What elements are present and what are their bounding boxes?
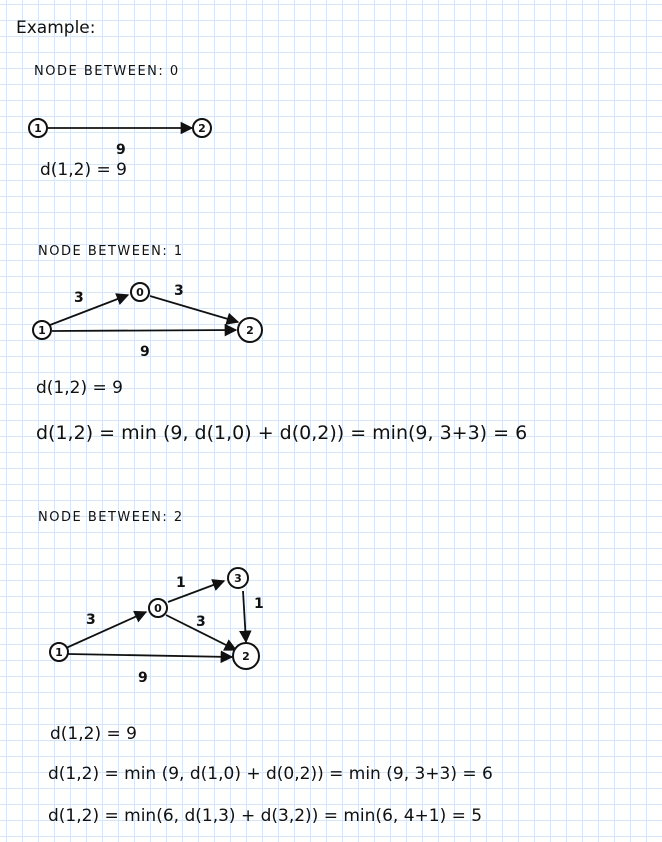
equation-line: d(1,2) = min (9, d(1,0) + d(0,2)) = min …: [48, 764, 493, 784]
svg-text:1: 1: [55, 646, 63, 659]
section3-heading: NODE BETWEEN: 2: [38, 510, 184, 525]
equation-line: d(1,2) = min (9, d(1,0) + d(0,2)) = min(…: [36, 422, 528, 444]
edge-weight-label: 3: [74, 290, 84, 306]
edge-weight-label: 3: [196, 614, 206, 630]
edge-weight-label: 3: [86, 612, 96, 628]
svg-text:1: 1: [34, 122, 42, 135]
edge-1-0: [65, 610, 148, 649]
edge-0-2: [165, 614, 238, 651]
section2-heading: NODE BETWEEN: 1: [38, 244, 184, 259]
edge-weight-label: 1: [176, 575, 186, 591]
section1-heading: NODE BETWEEN: 0: [34, 64, 180, 79]
svg-text:3: 3: [234, 572, 242, 585]
edge-0-2: [149, 295, 240, 325]
edge-1-0: [49, 293, 130, 326]
node-1: 1: [32, 320, 52, 340]
node-1: 1: [28, 118, 48, 138]
node-2: 2: [237, 317, 263, 343]
edge-weight-label: 1: [254, 596, 264, 612]
edge-weight-label: 3: [174, 283, 184, 299]
page-title: Example:: [16, 18, 96, 38]
edge-0-3: [167, 579, 226, 603]
equation-line: d(1,2) = 9: [50, 724, 137, 744]
node-0: 0: [148, 598, 168, 618]
node-2: 2: [232, 642, 260, 670]
svg-text:2: 2: [198, 122, 206, 135]
equation-line: d(1,2) = 9: [40, 160, 127, 180]
node-3: 3: [227, 567, 249, 589]
edge-weight-label: 9: [116, 142, 126, 158]
edge-weight-label: 9: [138, 670, 148, 686]
svg-text:2: 2: [246, 324, 254, 337]
edge-1-2: [67, 650, 234, 664]
svg-text:1: 1: [38, 324, 46, 337]
equation-line: d(1,2) = min(6, d(1,3) + d(3,2)) = min(6…: [48, 806, 483, 826]
edge-3-2: [239, 590, 252, 644]
edge-weight-label: 9: [140, 344, 150, 360]
edge-1-2: [51, 323, 238, 337]
equation-line: d(1,2) = 9: [36, 378, 123, 398]
svg-text:2: 2: [242, 650, 250, 663]
node-2: 2: [192, 118, 212, 138]
node-0: 0: [130, 282, 150, 302]
svg-text:0: 0: [136, 286, 144, 299]
svg-text:0: 0: [154, 602, 162, 615]
node-1: 1: [49, 642, 69, 662]
